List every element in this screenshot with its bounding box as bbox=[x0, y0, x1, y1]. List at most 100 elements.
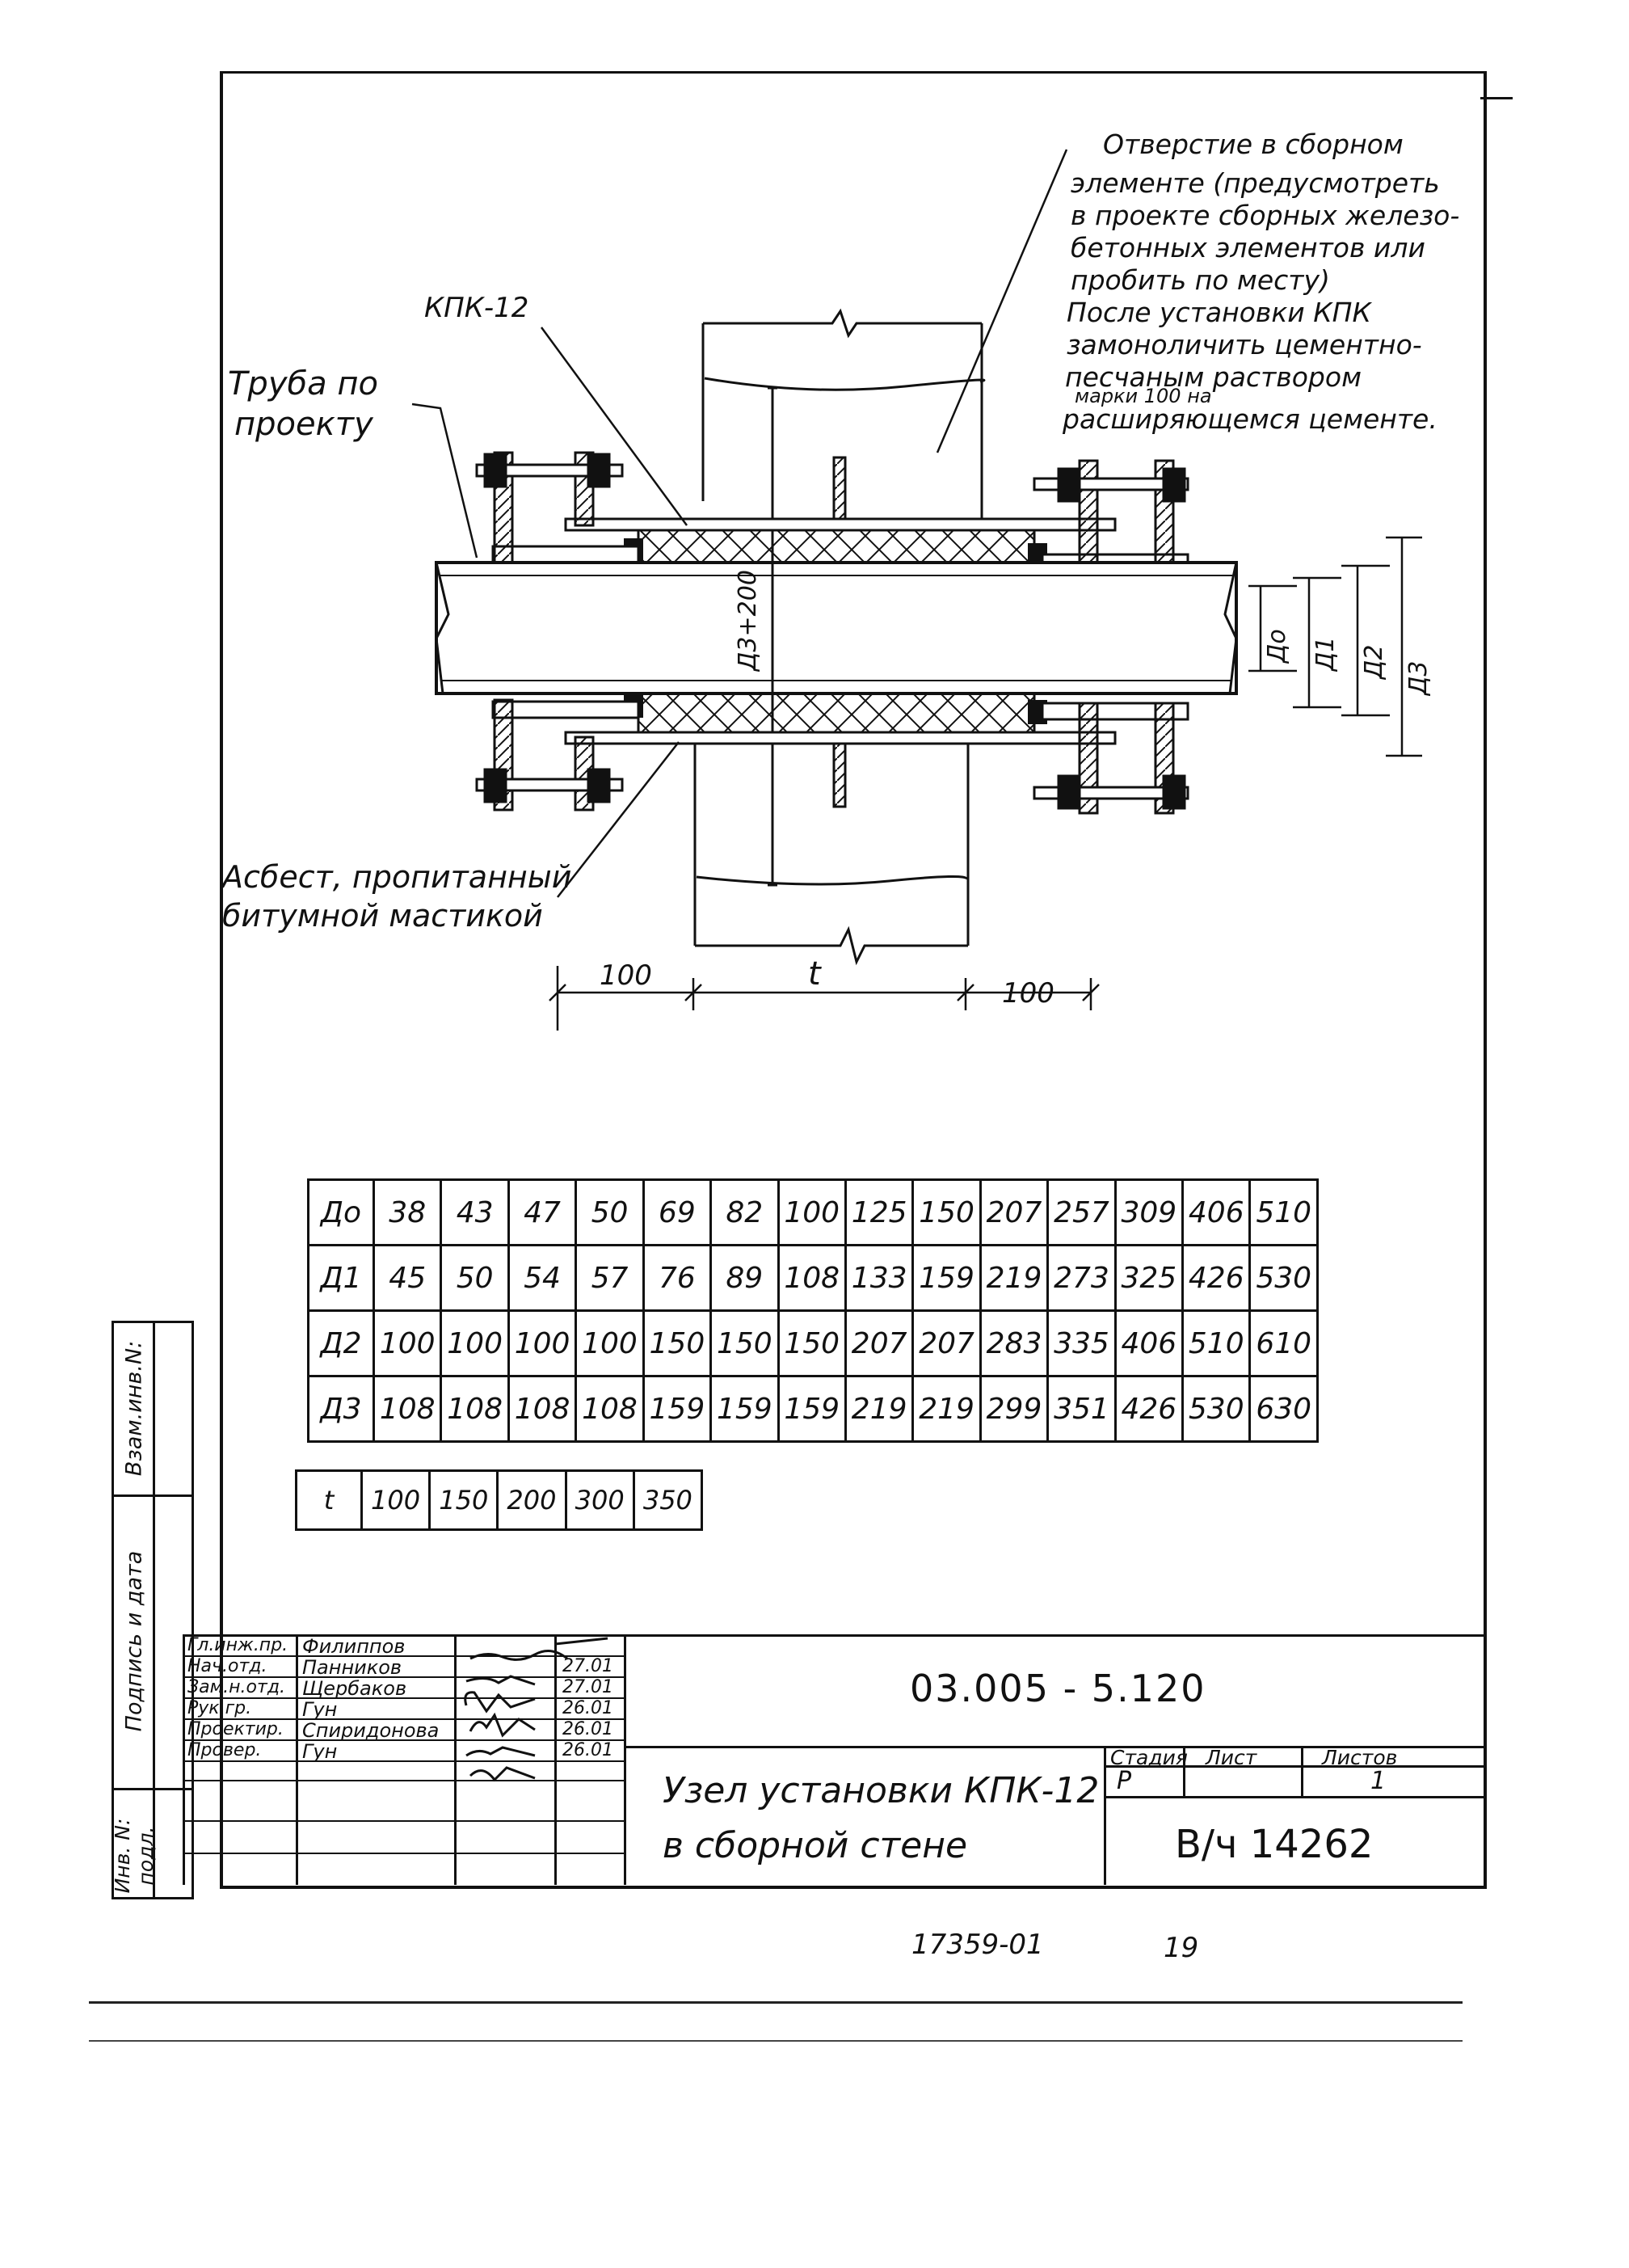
svg-text:в проекте сборных железо-: в проекте сборных железо- bbox=[1071, 200, 1459, 231]
t-cell: 300 bbox=[564, 1469, 635, 1531]
svg-text:элементе (предусмотреть: элементе (предусмотреть bbox=[1071, 167, 1440, 199]
dim-cell: 299 bbox=[979, 1375, 1050, 1443]
drawing-frame bbox=[220, 71, 1487, 1889]
sleeve-bottom bbox=[564, 731, 1117, 745]
tb-role: Гл.инж.пр. bbox=[187, 1635, 288, 1655]
length-dimensions bbox=[549, 966, 1100, 1031]
tb-date: 27.01 bbox=[562, 1677, 613, 1697]
dim-cell: 125 bbox=[844, 1178, 915, 1246]
dim-cell: 69 bbox=[642, 1178, 713, 1246]
dim-cell: 207 bbox=[844, 1309, 915, 1377]
dim-cell: 510 bbox=[1248, 1178, 1319, 1246]
dim-cell: 159 bbox=[777, 1375, 847, 1443]
tb-role: Проектир. bbox=[187, 1719, 284, 1739]
t-cell: 150 bbox=[428, 1469, 499, 1531]
dim-cell: 530 bbox=[1181, 1375, 1252, 1443]
side-stamp: Взам.инв.N: Подпись и дата Инв. N: подл. bbox=[111, 1321, 194, 1899]
svg-text:марки 100 на: марки 100 на bbox=[1075, 385, 1212, 407]
dim-left-100: 100 bbox=[600, 959, 652, 992]
dim-cell: 257 bbox=[1046, 1178, 1117, 1246]
tb-role: Рук.гр. bbox=[187, 1698, 252, 1718]
dim-cell: 45 bbox=[372, 1244, 443, 1312]
bottom-rule-2 bbox=[89, 2040, 1463, 2042]
org-name: В/ч 14262 bbox=[1175, 1822, 1374, 1867]
frame-top-extension bbox=[1480, 97, 1513, 99]
footer-page: 19 bbox=[1164, 1932, 1199, 1964]
dim-cell: 76 bbox=[642, 1244, 713, 1312]
label-pipe-1: Труба по bbox=[228, 365, 378, 403]
pipe bbox=[435, 561, 1238, 695]
bolts bbox=[475, 453, 1189, 810]
dim-cell: 309 bbox=[1113, 1178, 1185, 1246]
dim-cell: 630 bbox=[1248, 1375, 1319, 1443]
t-cell: 200 bbox=[496, 1469, 567, 1531]
side-podpis: Подпись и дата bbox=[121, 1550, 147, 1732]
dim-cell: 207 bbox=[979, 1178, 1050, 1246]
dim-cell: 108 bbox=[372, 1375, 443, 1443]
svg-text:замоноличить цементно-: замоноличить цементно- bbox=[1067, 329, 1422, 360]
dim-cell: 426 bbox=[1181, 1244, 1252, 1312]
dim-cell: 426 bbox=[1113, 1375, 1185, 1443]
dim-row-label: Д3 bbox=[307, 1375, 375, 1443]
dim-right-100: 100 bbox=[1002, 977, 1054, 1010]
svg-text:бетонных элементов или: бетонных элементов или bbox=[1071, 232, 1425, 263]
sheet-header: Лист bbox=[1206, 1746, 1257, 1769]
tb-date: 26.01 bbox=[562, 1698, 613, 1718]
signatures bbox=[464, 1637, 608, 1782]
dim-cell: 43 bbox=[440, 1178, 510, 1246]
dim-cell: 150 bbox=[777, 1309, 847, 1377]
dim-cell: 351 bbox=[1046, 1375, 1117, 1443]
dim-cell: 50 bbox=[575, 1178, 645, 1246]
tb-date: 27.01 bbox=[562, 1656, 613, 1676]
drawing-code: 03.005 - 5.120 bbox=[910, 1667, 1206, 1710]
hole-note: Отверстие в сборном элементе (предусмотр… bbox=[1062, 129, 1459, 435]
side-vzam: Взам.инв.N: bbox=[121, 1340, 147, 1477]
leader-lines bbox=[411, 149, 1068, 898]
dim-cell: 150 bbox=[911, 1178, 982, 1246]
dim-cell: 610 bbox=[1248, 1309, 1319, 1377]
dim-cell: 100 bbox=[372, 1309, 443, 1377]
drawing-title-2: в сборной стене bbox=[663, 1825, 968, 1866]
dim-cell: 108 bbox=[507, 1375, 578, 1443]
dim-cell: 108 bbox=[440, 1375, 510, 1443]
dim-cell: 100 bbox=[507, 1309, 578, 1377]
dim-cell: 54 bbox=[507, 1244, 578, 1312]
dim-cell: 335 bbox=[1046, 1309, 1117, 1377]
dim-row-label: До bbox=[307, 1178, 375, 1246]
dim-cell: 57 bbox=[575, 1244, 645, 1312]
dim-cell: 89 bbox=[709, 1244, 780, 1312]
tb-name: Филиппов bbox=[302, 1635, 406, 1658]
svg-text:пробить по месту): пробить по месту) bbox=[1071, 264, 1330, 296]
svg-text:расширяющемся цементе.: расширяющемся цементе. bbox=[1062, 403, 1437, 435]
t-cell: 350 bbox=[632, 1469, 704, 1531]
dim-cell: 150 bbox=[709, 1309, 780, 1377]
dim-cell: 219 bbox=[979, 1244, 1050, 1312]
dim-cell: 38 bbox=[372, 1178, 443, 1246]
label-d3: Д3 bbox=[1404, 660, 1433, 697]
tb-name: Панников bbox=[302, 1656, 402, 1679]
dim-cell: 406 bbox=[1113, 1309, 1185, 1377]
dim-cell: 219 bbox=[911, 1375, 982, 1443]
tb-name: Щербаков bbox=[302, 1677, 407, 1700]
dim-row-label: Д1 bbox=[307, 1244, 375, 1312]
sheets-value: 1 bbox=[1370, 1767, 1387, 1795]
sleeve-top bbox=[564, 517, 1117, 532]
t-cell: 100 bbox=[360, 1469, 431, 1531]
tb-role: Провер. bbox=[187, 1740, 262, 1760]
tb-role: Нач.отд. bbox=[187, 1656, 267, 1676]
dim-cell: 283 bbox=[979, 1309, 1050, 1377]
stage-value: Р bbox=[1117, 1767, 1132, 1795]
dim-cell: 100 bbox=[575, 1309, 645, 1377]
dim-cell: 47 bbox=[507, 1178, 578, 1246]
dim-cell: 207 bbox=[911, 1309, 982, 1377]
label-d2: Д2 bbox=[1360, 644, 1388, 681]
dim-cell: 273 bbox=[1046, 1244, 1117, 1312]
dim-t: t bbox=[808, 955, 822, 993]
